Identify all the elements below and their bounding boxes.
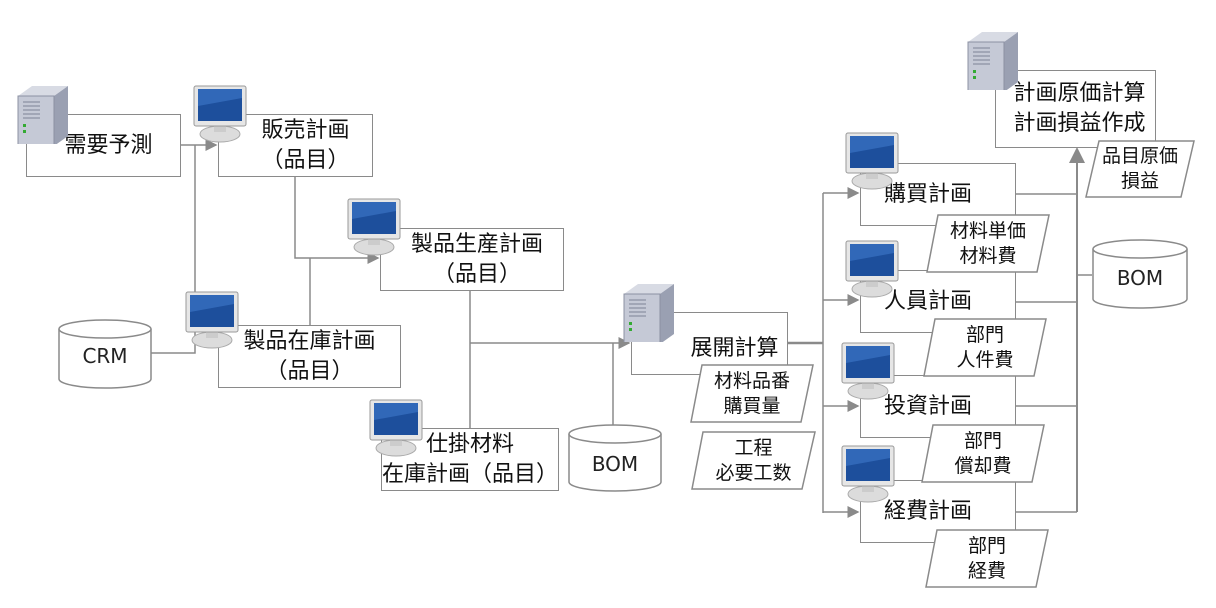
data-label: 償却費 bbox=[954, 454, 1012, 477]
data-label: 損益 bbox=[1120, 170, 1159, 192]
monitor-icon bbox=[840, 444, 896, 508]
data-label: 工程 bbox=[734, 436, 773, 459]
data-personnel: 部門人件費 bbox=[923, 318, 1047, 377]
node-label: 計画原価計算 bbox=[1013, 81, 1146, 106]
node-demand-forecast[interactable]: 需要予測 bbox=[26, 114, 181, 177]
node-label: 需要予測 bbox=[64, 132, 153, 158]
node-sublabel: 計画損益作成 bbox=[1013, 111, 1146, 136]
node-sublabel: （品目） bbox=[265, 358, 354, 384]
node-label: 展開計算 bbox=[690, 335, 779, 361]
edge-sales-production bbox=[294, 176, 380, 264]
node-label: 人員計画 bbox=[883, 288, 972, 314]
node-cost-pl[interactable]: 計画原価計算計画損益作成 bbox=[995, 70, 1156, 148]
database-label: BOM bbox=[591, 452, 639, 476]
monitor-icon bbox=[346, 197, 402, 261]
data-parts: 材料品番購買量 bbox=[690, 364, 814, 423]
data-label: 購買量 bbox=[723, 394, 781, 417]
data-expense: 部門経費 bbox=[925, 529, 1049, 588]
server-icon bbox=[966, 30, 1020, 94]
node-label: 経費計画 bbox=[883, 498, 972, 524]
data-material: 材料単価材料費 bbox=[926, 214, 1050, 273]
monitor-icon bbox=[368, 398, 424, 462]
data-label: 部門 bbox=[967, 534, 1006, 557]
edge-crm-sales bbox=[150, 145, 196, 354]
node-sublabel: （品目） bbox=[432, 261, 521, 287]
node-sublabel: （品目） bbox=[261, 147, 350, 173]
database-bom: BOM bbox=[568, 424, 662, 492]
node-inventory-plan[interactable]: 製品在庫計画 （品目） bbox=[218, 325, 401, 388]
data-label: 経費 bbox=[967, 559, 1006, 582]
data-label: 人件費 bbox=[956, 348, 1014, 371]
server-icon bbox=[16, 84, 70, 148]
data-item-cost: 品目原価損益 bbox=[1085, 140, 1195, 198]
node-label: 製品在庫計画 bbox=[243, 328, 376, 354]
monitor-icon bbox=[184, 290, 240, 354]
node-label: 購買計画 bbox=[883, 181, 972, 207]
database-crm: CRM bbox=[58, 319, 152, 389]
node-production-plan[interactable]: 製品生産計画 （品目） bbox=[380, 228, 564, 291]
server-icon bbox=[622, 282, 676, 346]
monitor-icon bbox=[844, 239, 900, 303]
node-label: 販売計画 bbox=[261, 117, 350, 143]
data-label: 部門 bbox=[963, 429, 1002, 452]
database-bom-right: BOM bbox=[1092, 239, 1188, 309]
monitor-icon bbox=[844, 131, 900, 195]
data-label: 必要工数 bbox=[715, 461, 792, 484]
data-label: 部門 bbox=[965, 323, 1004, 346]
node-sublabel: 在庫計画（品目） bbox=[382, 461, 559, 487]
monitor-icon bbox=[192, 84, 248, 148]
node-label: 製品生産計画 bbox=[410, 231, 543, 257]
edge-plans-to-costing bbox=[1015, 193, 1092, 513]
node-label: 投資計画 bbox=[883, 393, 972, 419]
database-label: BOM bbox=[1116, 266, 1164, 290]
data-label: 品目原価 bbox=[1101, 145, 1178, 167]
node-label: 仕掛材料 bbox=[425, 431, 514, 457]
monitor-icon bbox=[840, 341, 896, 405]
data-label: 材料費 bbox=[959, 244, 1017, 267]
data-process: 工程必要工数 bbox=[691, 431, 816, 490]
data-label: 材料品番 bbox=[713, 369, 790, 392]
database-label: CRM bbox=[82, 344, 128, 368]
data-depreciation: 部門償却費 bbox=[921, 424, 1045, 483]
data-label: 材料単価 bbox=[949, 219, 1026, 242]
